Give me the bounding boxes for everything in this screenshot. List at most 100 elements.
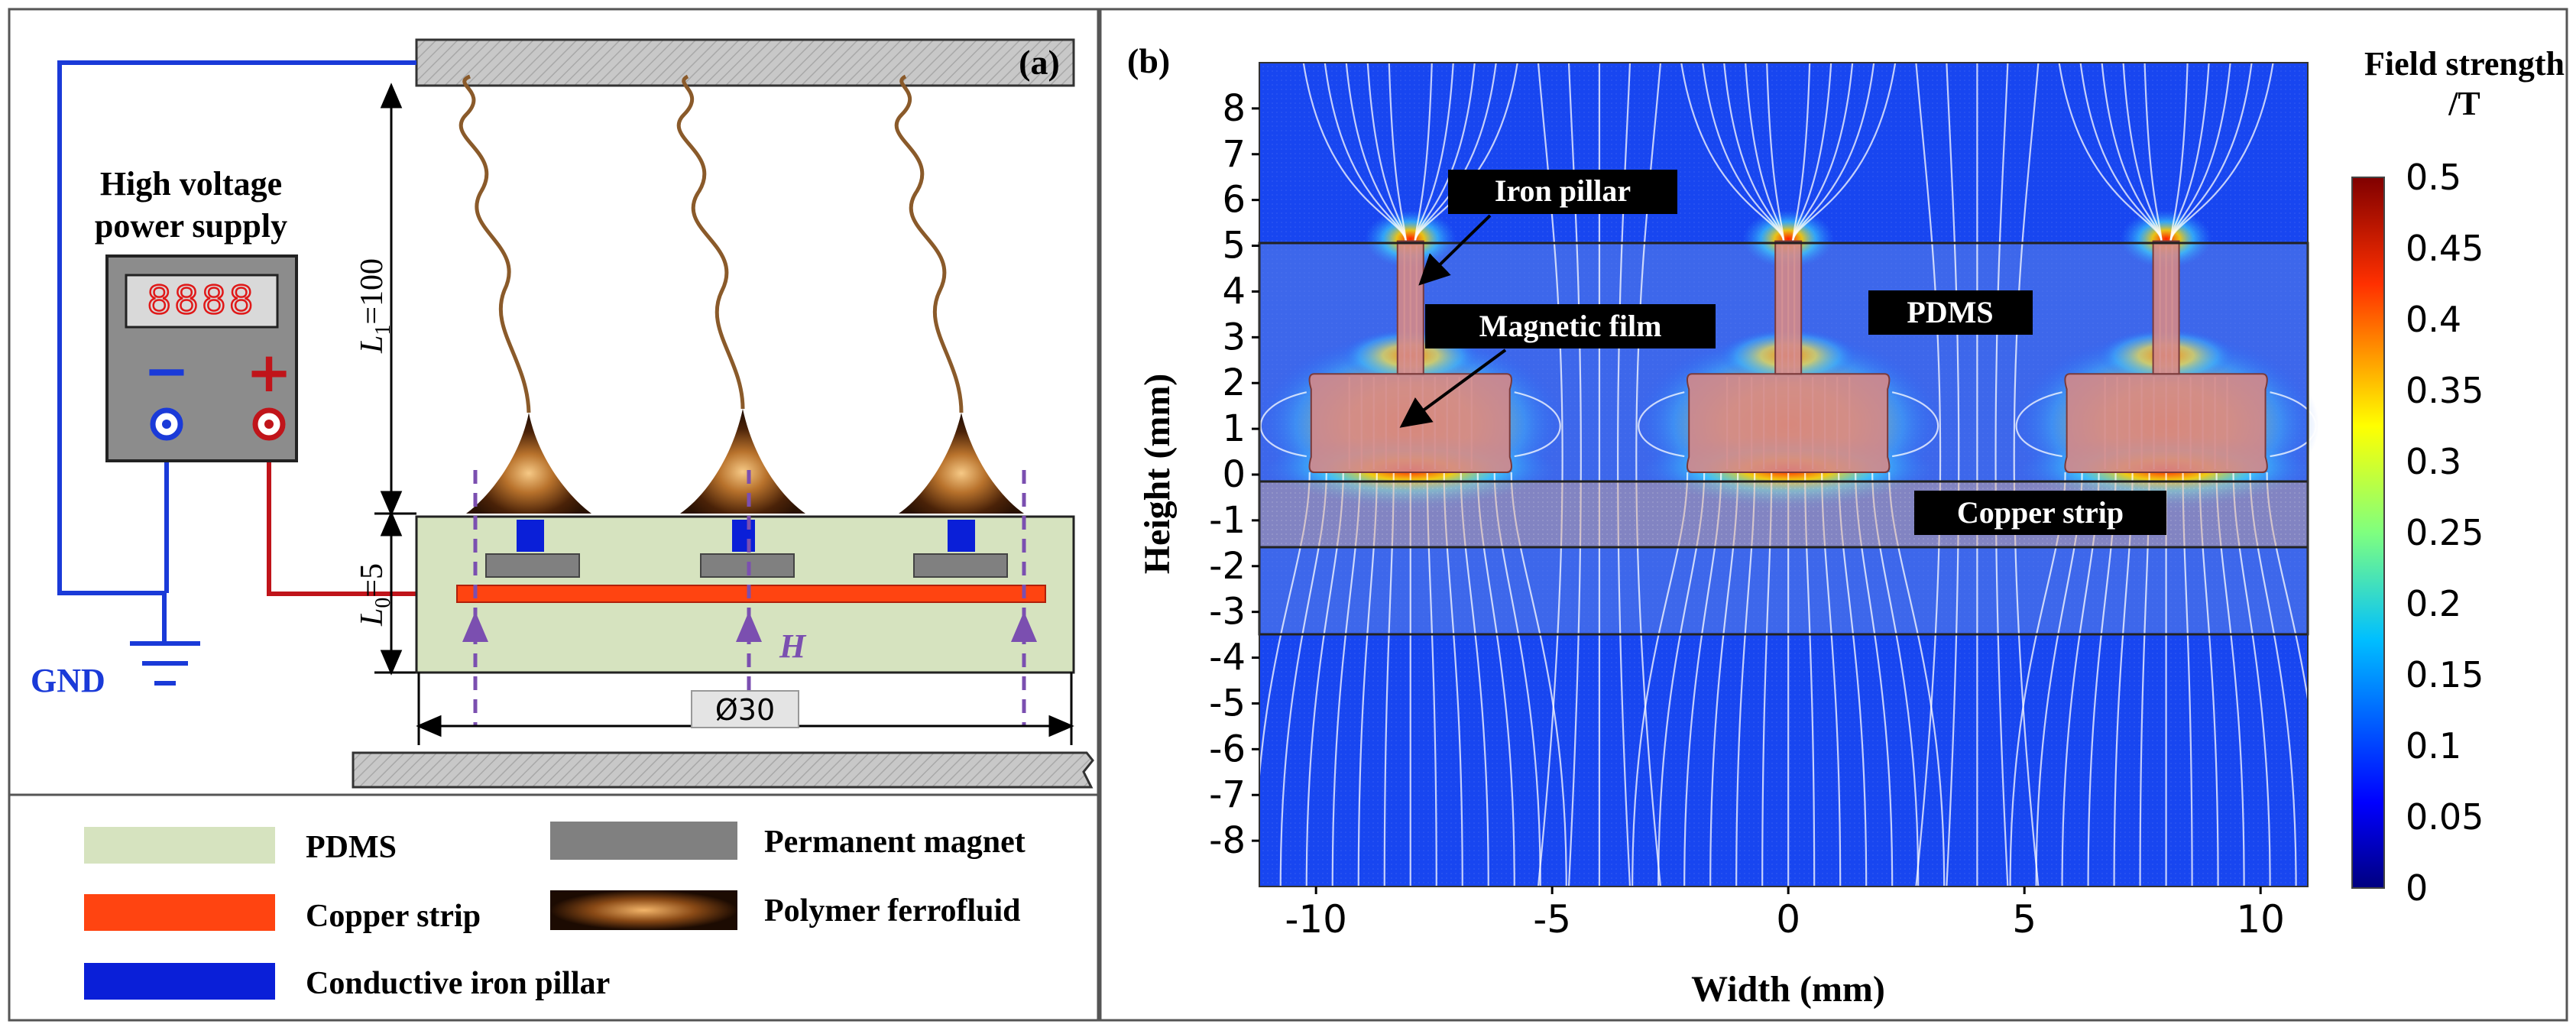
legend-swatch-ferrofluid bbox=[550, 890, 737, 930]
field-line bbox=[1891, 391, 1939, 458]
svg-text:Iron pillar: Iron pillar bbox=[1495, 173, 1631, 208]
y-tick-label: -7 bbox=[1209, 773, 1246, 816]
y-tick-label: 3 bbox=[1222, 316, 1246, 358]
panel-a: (a) GND High voltage power supply 8888 −… bbox=[8, 8, 1100, 1022]
y-tick-label: 0 bbox=[1222, 453, 1246, 496]
field-line bbox=[1792, 62, 1811, 241]
y-tick-label: 6 bbox=[1222, 179, 1246, 222]
y-tick-label: 4 bbox=[1222, 270, 1246, 313]
positive-terminal bbox=[252, 407, 286, 441]
legend: PDMS Permanent magnet Copper strip Polym… bbox=[84, 822, 1026, 1001]
magnetic-film-3 bbox=[2064, 373, 2268, 474]
field-line bbox=[1388, 62, 1407, 241]
colorbar-title-2: /T bbox=[2448, 85, 2480, 122]
field-line bbox=[1915, 62, 1942, 887]
base-plate bbox=[352, 751, 1094, 789]
minus-sign: − bbox=[144, 339, 190, 403]
field-line bbox=[1537, 62, 1563, 887]
ferrofluid-jet-3 bbox=[894, 74, 1024, 514]
dimension-L0 bbox=[374, 511, 416, 676]
ground-symbol bbox=[130, 641, 200, 686]
svg-text:Copper strip: Copper strip bbox=[1957, 495, 2124, 530]
colorbar-tick-label: 0 bbox=[2406, 867, 2428, 909]
legend-label-iron: Conductive iron pillar bbox=[306, 966, 610, 1001]
field-line bbox=[1414, 62, 1433, 241]
svg-text:Magnetic film: Magnetic film bbox=[1479, 309, 1662, 343]
negative-terminal bbox=[150, 407, 183, 441]
ferrofluid-jet-1 bbox=[458, 74, 591, 514]
y-axis-label: Height (mm) bbox=[1137, 374, 1178, 575]
permanent-magnet-1 bbox=[485, 553, 580, 578]
field-line bbox=[2058, 62, 2163, 241]
ferrofluid-jet-2 bbox=[676, 74, 805, 514]
y-tick-label: -6 bbox=[1209, 728, 1246, 770]
field-line bbox=[1567, 62, 1582, 887]
power-supply-title-2: power supply bbox=[95, 207, 287, 245]
svg-text:PDMS: PDMS bbox=[1907, 295, 1993, 329]
h-field-arrowheads bbox=[462, 611, 1037, 642]
x-tick-label: 10 bbox=[2236, 897, 2285, 942]
iron-pillar-2 bbox=[732, 520, 755, 552]
colorbar-title-1: Field strength bbox=[2364, 45, 2565, 83]
colorbar-tick-label: 0.5 bbox=[2406, 157, 2461, 198]
permanent-magnet-3 bbox=[913, 553, 1008, 578]
x-tick-label: -5 bbox=[1533, 897, 1571, 942]
colorbar-tick-label: 0.35 bbox=[2406, 370, 2484, 411]
y-tick-label: -3 bbox=[1209, 591, 1246, 634]
heatmap bbox=[1253, 62, 2323, 887]
legend-label-copper: Copper strip bbox=[306, 899, 481, 934]
panel-b-label: (b) bbox=[1127, 41, 1170, 80]
gnd-label: GND bbox=[31, 662, 105, 699]
legend-swatch-pdms bbox=[84, 827, 275, 864]
colorbar-tick-label: 0.3 bbox=[2406, 441, 2461, 482]
legend-label-ferrofluid: Polymer ferrofluid bbox=[764, 893, 1021, 929]
iron-pillar-3 bbox=[948, 520, 975, 552]
legend-swatch-copper bbox=[84, 894, 275, 931]
field-line bbox=[2169, 62, 2274, 241]
pillar-tip-glow bbox=[1742, 209, 1835, 268]
y-tick-label: 7 bbox=[1222, 133, 1246, 176]
annotation-magnetic-film: Magnetic film bbox=[1399, 304, 1716, 428]
annotation-copper-strip: Copper strip bbox=[1914, 491, 2166, 535]
legend-swatch-iron bbox=[84, 963, 275, 1000]
panel-a-label: (a) bbox=[1019, 43, 1060, 82]
legend-label-pdms: PDMS bbox=[306, 830, 397, 865]
colorbar-tick-label: 0.1 bbox=[2406, 725, 2461, 767]
field-line bbox=[1302, 62, 1407, 241]
field-line bbox=[2270, 391, 2317, 458]
diameter-label: Ø30 bbox=[715, 693, 775, 727]
y-tick-label: 2 bbox=[1222, 361, 1246, 404]
field-line bbox=[1259, 391, 1307, 458]
field-line bbox=[1514, 391, 1561, 458]
field-line bbox=[2169, 62, 2189, 241]
magnetic-film-1 bbox=[1308, 373, 1512, 474]
colorbar-tick-label: 0.15 bbox=[2406, 654, 2484, 695]
y-tick-label: -1 bbox=[1209, 499, 1246, 542]
field-line bbox=[1946, 62, 1960, 887]
dimension-L1-label: L1=100 bbox=[355, 258, 395, 354]
field-line bbox=[1680, 62, 1785, 241]
x-axis-label: Width (mm) bbox=[1691, 969, 1885, 1010]
ground-wire bbox=[57, 60, 416, 642]
iron-pillar-1 bbox=[517, 520, 544, 552]
x-tick-label: 0 bbox=[1776, 897, 1800, 942]
y-tick-label: -8 bbox=[1209, 819, 1246, 862]
iron-pillar-1 bbox=[1396, 240, 1424, 375]
iron-pillar-3 bbox=[2152, 240, 2180, 375]
field-line bbox=[1994, 62, 2009, 887]
power-supply-display-digits: 8888 bbox=[147, 278, 256, 323]
field-line bbox=[1766, 62, 1785, 241]
power-supply-title-1: High voltage bbox=[100, 165, 282, 203]
h-field-label: H bbox=[779, 627, 807, 665]
field-line bbox=[2143, 62, 2163, 241]
power-supply-display bbox=[125, 274, 279, 329]
copper-strip bbox=[456, 585, 1046, 603]
dimension-L0-label: L0=5 bbox=[355, 563, 395, 627]
annotation-iron-pillar: Iron pillar bbox=[1418, 170, 1677, 286]
colorbar-tick-label: 0.25 bbox=[2406, 512, 2484, 553]
field-line bbox=[1792, 62, 1897, 241]
legend-label-magnet: Permanent magnet bbox=[764, 825, 1026, 860]
annotation-pdms: PDMS bbox=[1868, 290, 2033, 335]
